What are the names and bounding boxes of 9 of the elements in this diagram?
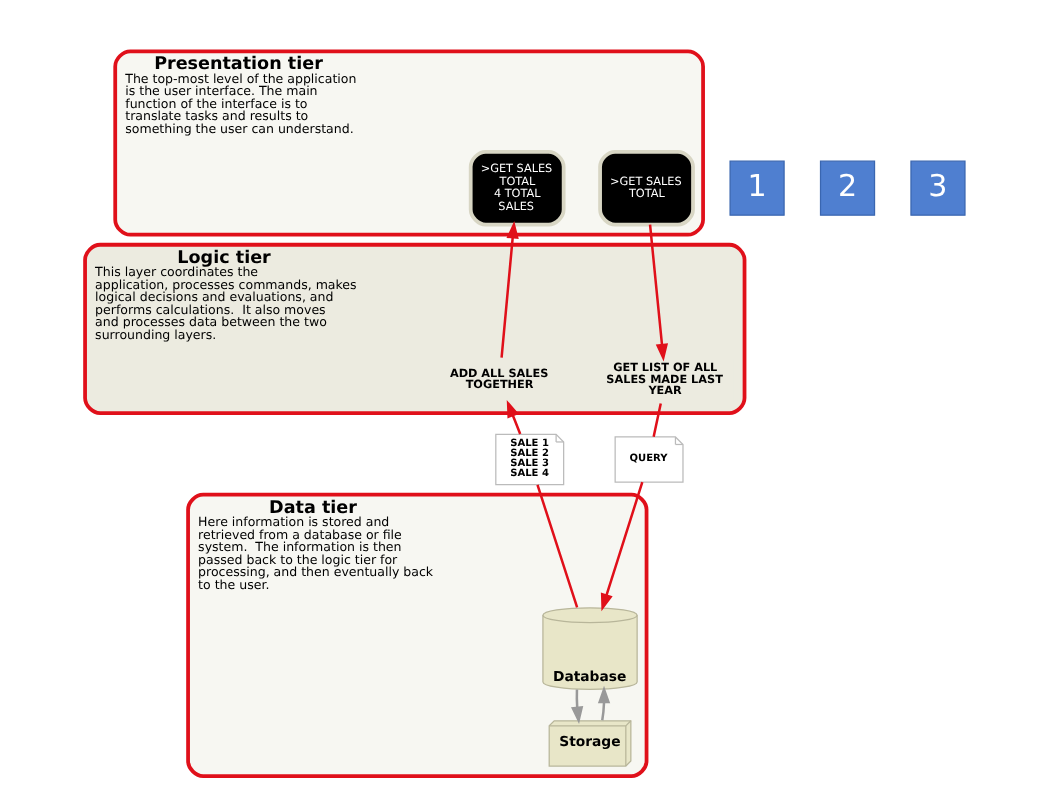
arrow	[647, 224, 668, 362]
node-box: 3	[909, 160, 965, 216]
connector	[535, 484, 578, 608]
arrow	[499, 220, 518, 358]
node-box: 2	[818, 160, 875, 216]
arrow	[596, 685, 610, 721]
connector	[651, 403, 661, 437]
arrow	[505, 399, 521, 435]
node-box: 1	[728, 160, 784, 216]
